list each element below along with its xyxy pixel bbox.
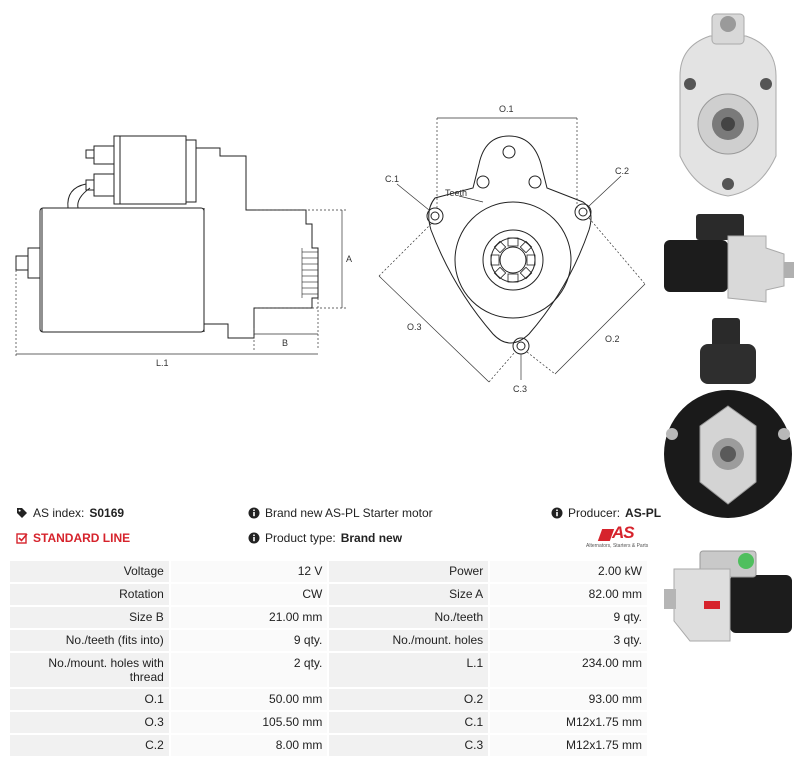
dim-o2-label: O.2 [605,334,620,344]
dim-c3-label: C.3 [513,384,527,394]
spec-value: M12x1.75 mm [490,735,647,756]
spec-label: Size B [10,607,169,628]
spec-label: O.2 [329,689,489,710]
spec-label: C.3 [329,735,489,756]
side-view-drawing: A B L.1 [15,135,352,368]
description-text: Brand new AS-PL Starter motor [265,506,433,520]
spec-label: C.1 [329,712,489,733]
spec-value: 82.00 mm [490,584,647,605]
spec-label: O.1 [10,689,169,710]
as-index-label: AS index: [33,506,85,520]
spec-label: No./mount. holes with thread [10,653,169,687]
standard-line-label: STANDARD LINE [33,531,131,545]
spec-label: No./teeth [329,607,489,628]
product-photo-rear [664,318,792,518]
as-index-row: AS index: S0169 [16,506,124,520]
spec-label: Power [329,561,489,582]
table-row: O.3 105.50 mm C.1 M12x1.75 mm [10,712,647,733]
spec-value: 21.00 mm [170,607,328,628]
table-row: Voltage 12 V Power 2.00 kW [10,561,647,582]
spec-value: 3 qty. [490,630,647,651]
description-row: Brand new AS-PL Starter motor [248,506,433,520]
spec-value: 2 qty. [170,653,328,687]
dim-c1-label: C.1 [385,174,399,184]
info-icon [551,507,563,519]
tag-icon [16,507,28,519]
dim-c2-label: C.2 [615,166,629,176]
table-row: C.2 8.00 mm C.3 M12x1.75 mm [10,735,647,756]
spec-value: 93.00 mm [490,689,647,710]
dim-l1-label: L.1 [156,358,169,368]
front-view-drawing: O.1 C.1 C.2 Teeth O.3 O.2 C.3 [378,104,646,394]
dim-a-label: A [346,254,352,264]
spec-value: 2.00 kW [490,561,647,582]
spec-label: L.1 [329,653,489,687]
product-type-value: Brand new [340,531,403,545]
spec-label: Voltage [10,561,169,582]
spec-value: 8.00 mm [170,735,328,756]
spec-value: 9 qty. [170,630,328,651]
checkbox-icon [16,532,28,544]
table-row: Size B 21.00 mm No./teeth 9 qty. [10,607,647,628]
info-icon [248,507,260,519]
product-photo-side [664,214,794,303]
dim-b-label: B [282,338,288,348]
spec-label: Rotation [10,584,169,605]
dim-o3-label: O.3 [407,322,422,332]
info-icon [248,532,260,544]
table-row: Rotation CW Size A 82.00 mm [10,584,647,605]
spec-value: 105.50 mm [170,712,328,733]
as-index-value: S0169 [89,506,125,520]
spec-label: Size A [329,584,489,605]
spec-value: 234.00 mm [490,653,647,687]
spec-label: C.2 [10,735,169,756]
spec-value: 50.00 mm [170,689,328,710]
producer-label: Producer: [568,506,621,520]
teeth-label: Teeth [445,188,467,198]
product-photo-angle [664,550,792,642]
producer-row: Producer: AS-PL [551,506,661,520]
spec-value: M12x1.75 mm [490,712,647,733]
spec-table: Voltage 12 V Power 2.00 kW Rotation CW S… [8,559,649,758]
logo-subtitle: Alternators, Starters & Parts [586,543,649,549]
table-row: No./teeth (fits into) 9 qty. No./mount. … [10,630,647,651]
product-photo-front [679,13,777,197]
spec-value: 9 qty. [490,607,647,628]
dim-o1-label: O.1 [499,104,514,114]
spec-value: CW [170,584,328,605]
spec-label: No./mount. holes [329,630,489,651]
table-row: No./mount. holes with thread 2 qty. L.1 … [10,653,647,687]
table-row: O.1 50.00 mm O.2 93.00 mm [10,689,647,710]
product-type-label: Product type: [265,531,336,545]
logo-text: AS [612,523,635,542]
standard-line-row: STANDARD LINE [16,531,130,545]
product-type-row: Product type: Brand new [248,531,402,545]
producer-value: AS-PL [625,506,662,520]
spec-label: No./teeth (fits into) [10,630,169,651]
brand-logo: AS Alternators, Starters & Parts [586,523,650,553]
spec-value: 12 V [170,561,328,582]
spec-label: O.3 [10,712,169,733]
